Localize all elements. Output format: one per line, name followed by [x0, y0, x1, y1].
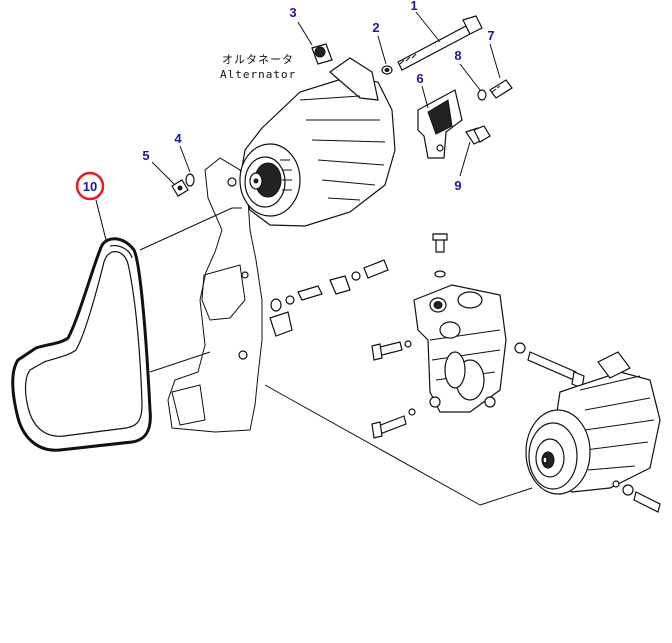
spacer-3 — [311, 43, 333, 65]
callout-1: 1 — [410, 0, 417, 13]
callout-4: 4 — [174, 131, 182, 146]
washer-4 — [185, 173, 195, 187]
leader-5 — [151, 161, 175, 185]
callout-10: 10 — [83, 179, 97, 194]
plate-hole-3 — [241, 271, 249, 279]
leader-4 — [179, 145, 191, 173]
compressor-guide-line-2 — [479, 487, 533, 506]
belt-to-bracket-line — [149, 351, 211, 373]
leader-9 — [459, 141, 471, 177]
long-bolt — [397, 15, 483, 71]
callout-7: 7 — [487, 28, 494, 43]
callout-6: 6 — [416, 71, 423, 86]
compressor-bracket — [413, 284, 507, 413]
leader-3 — [297, 21, 313, 46]
annotation-english: Alternator — [220, 68, 296, 81]
alternator — [239, 57, 396, 227]
washer-8 — [477, 89, 487, 101]
plate-lower-bracket — [171, 384, 206, 426]
engine-plate — [167, 157, 263, 433]
annotation-japanese: オルタネータ — [222, 53, 294, 66]
nut-5 — [171, 179, 189, 197]
leader-8 — [459, 63, 481, 91]
compressor-guide-line — [264, 384, 481, 506]
leader-6 — [421, 85, 429, 109]
highlight-circle — [75, 171, 105, 201]
plate-hole-2 — [227, 177, 237, 187]
plate-cutout — [201, 264, 246, 321]
leader-2 — [377, 35, 387, 65]
callout-8: 8 — [454, 48, 461, 63]
plate-hole-1 — [238, 350, 248, 360]
v-belt-10 — [11, 237, 152, 452]
bracket-6 — [417, 89, 463, 159]
bolt-9 — [465, 125, 491, 145]
callout-3: 3 — [289, 5, 296, 20]
callout-5: 5 — [142, 148, 149, 163]
compressor-bolt — [612, 480, 661, 513]
bracket-bolts — [371, 233, 585, 439]
bolt-7 — [489, 79, 513, 99]
leader-1 — [415, 11, 441, 43]
belt-to-alternator-line — [139, 207, 233, 251]
callout-10-highlight: 10 — [75, 171, 105, 201]
callout-9: 9 — [454, 178, 461, 193]
tensioner-bolts — [269, 259, 389, 337]
ac-compressor — [525, 351, 661, 495]
callout-2: 2 — [372, 20, 379, 35]
leader-10 — [95, 199, 107, 241]
leader-7 — [489, 43, 501, 79]
